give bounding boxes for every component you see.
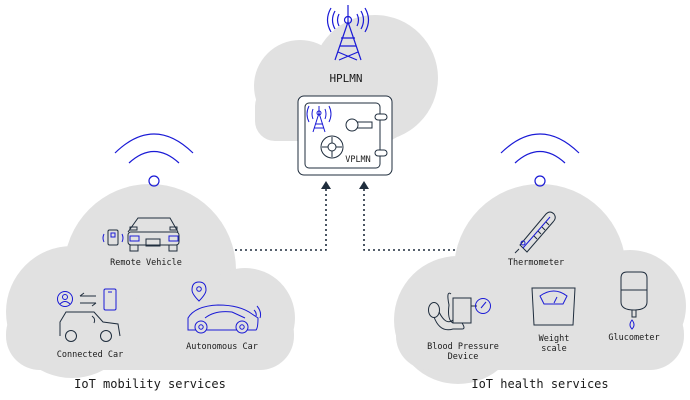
health-cloud (394, 184, 686, 384)
connected-car-label: Connected Car (56, 350, 124, 360)
remote-vehicle-icon (102, 217, 180, 252)
connected-car-icon (57, 288, 121, 342)
mobility-caption: IoT mobility services (74, 377, 226, 391)
remote-vehicle-label: Remote Vehicle (110, 258, 182, 268)
vplmn-vault-icon (297, 95, 393, 176)
autonomous-car-icon (187, 281, 262, 334)
connector-lines (235, 188, 455, 251)
wifi-signal-right-icon (500, 133, 580, 187)
health-caption: IoT health services (471, 377, 609, 391)
autonomous-car-label: Autonomous Car (186, 342, 258, 352)
antenna-tower-icon (326, 5, 370, 61)
blood-pressure-device-icon (428, 292, 491, 331)
weight-scale-icon (531, 287, 576, 326)
wifi-signal-left-icon (114, 133, 194, 187)
vplmn-label: VPLMN (345, 155, 371, 165)
blood-pressure-label: Blood Pressure Device (427, 342, 499, 362)
weight-scale-label: Weight scale (538, 334, 570, 354)
thermometer-label: Thermometer (507, 258, 565, 268)
vplmn-antenna-icon (306, 105, 332, 133)
glucometer-icon (620, 271, 648, 330)
hplmn-label: HPLMN (329, 72, 363, 85)
glucometer-label: Glucometer (608, 333, 660, 343)
connector-arrowheads (321, 181, 369, 189)
thermometer-icon (514, 211, 556, 254)
